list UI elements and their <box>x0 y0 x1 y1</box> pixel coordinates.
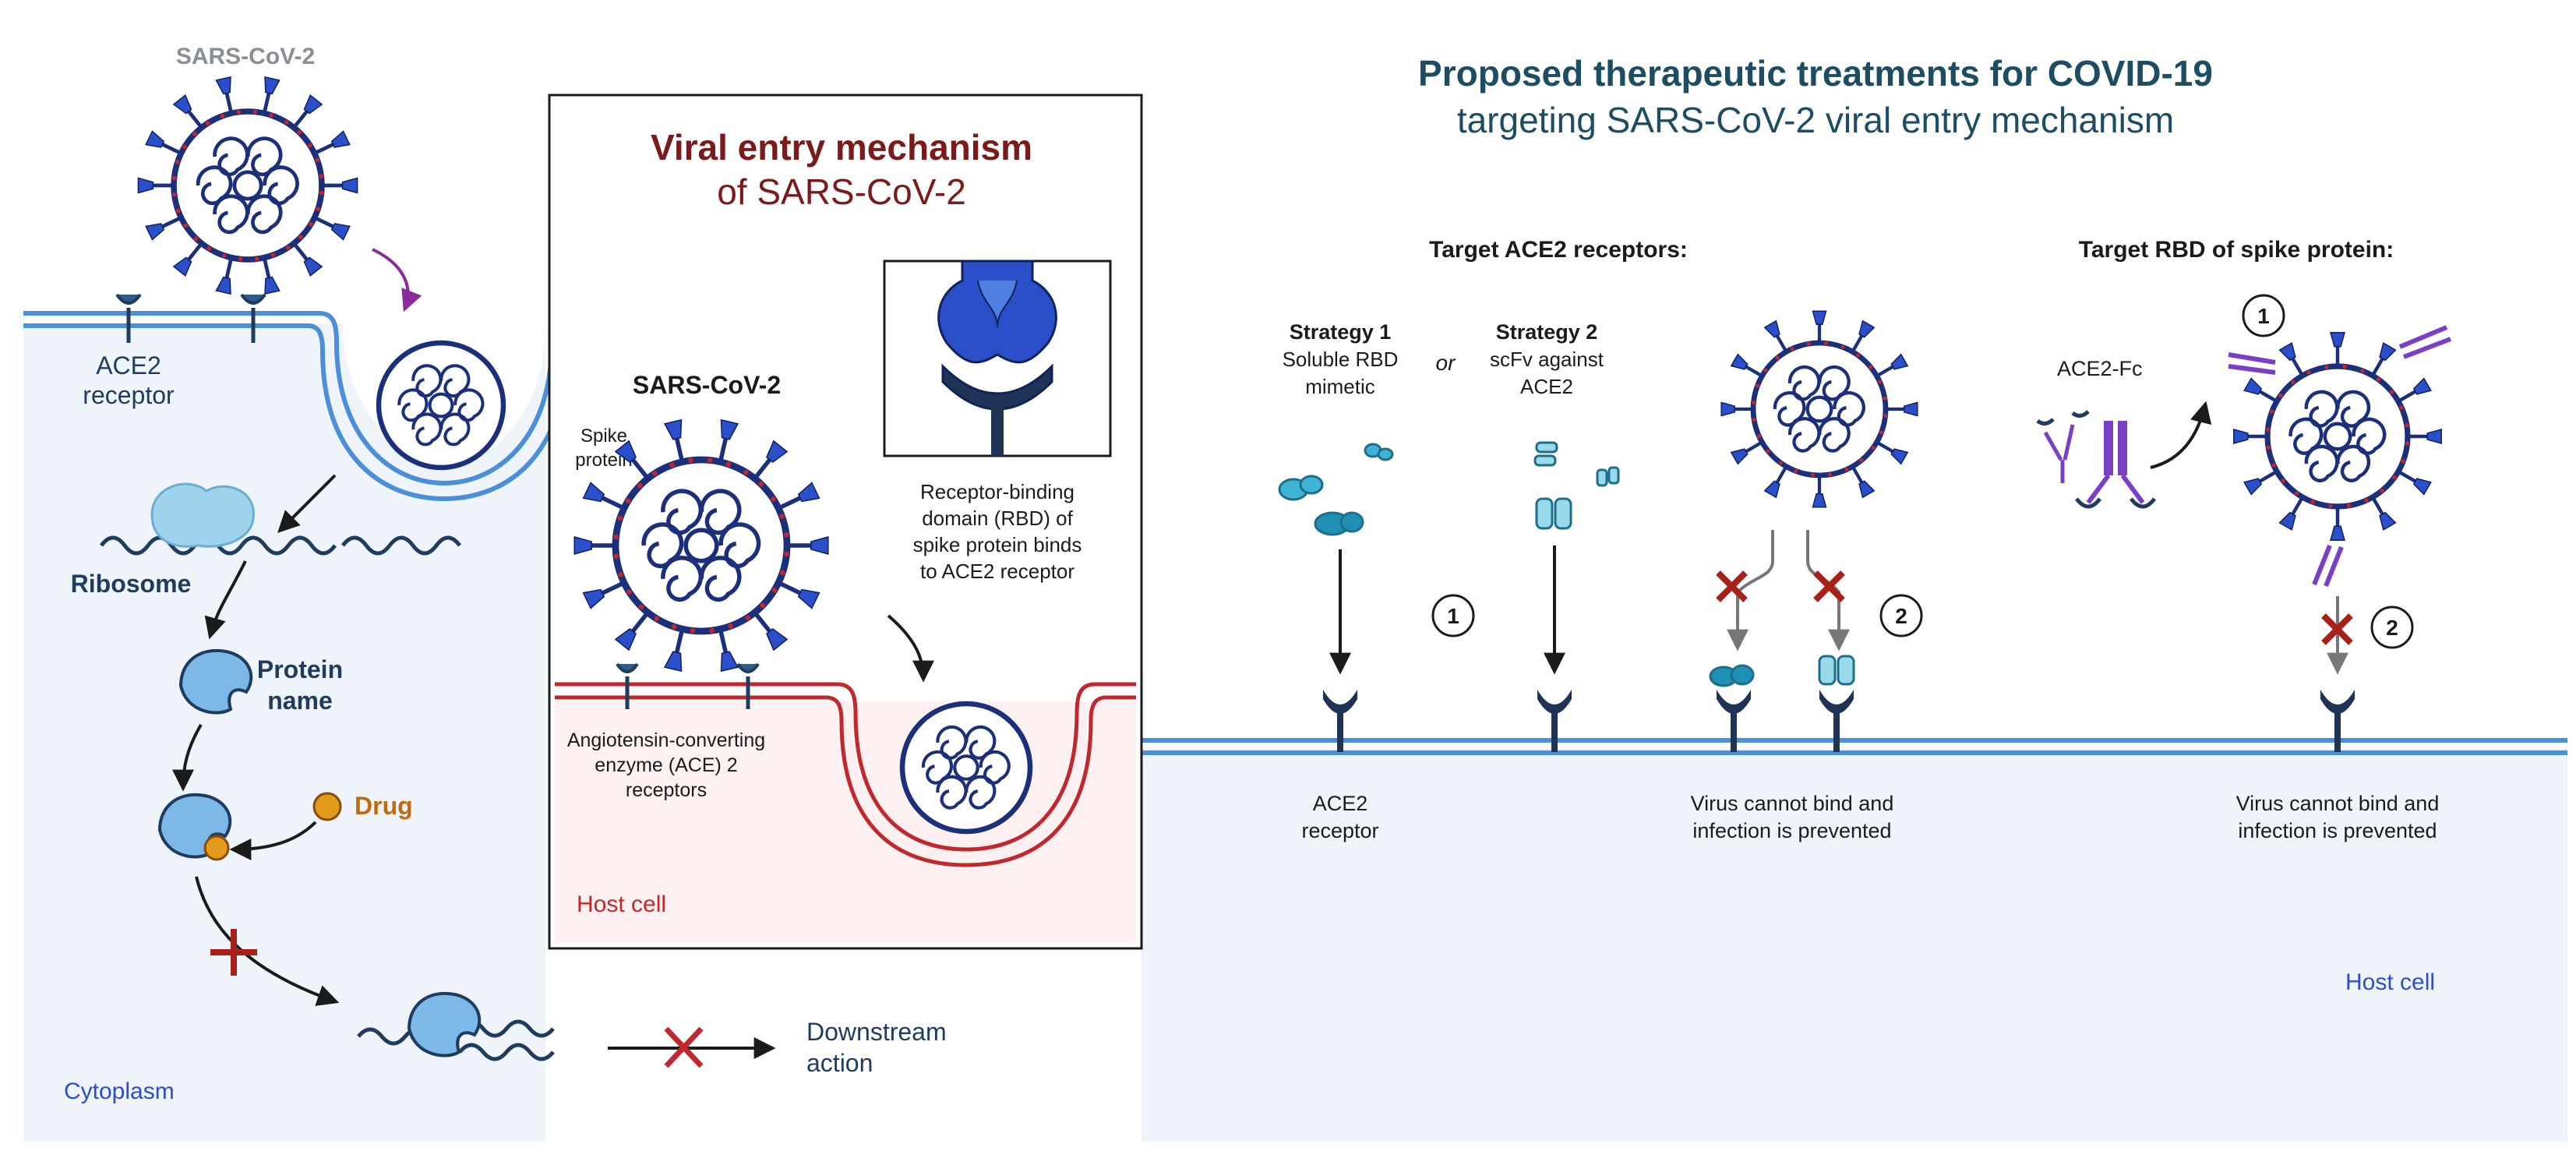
entry-arrow <box>372 248 422 312</box>
prevent-label-a-line1: Virus cannot bind and <box>1691 792 1894 815</box>
inhibit-x-icon-1 <box>1716 570 1748 602</box>
ribosome-label: Ribosome <box>71 570 192 598</box>
prevent-label-a-line2: infection is prevented <box>1692 819 1891 842</box>
downstream-label-line1: Downstream <box>806 1018 947 1046</box>
ace2-fc-large-icon <box>2075 421 2156 509</box>
strategy1-line1: Soluble RBD <box>1283 348 1399 371</box>
inset-virus-icon <box>573 418 829 673</box>
strategy2-line1: scFv against <box>1490 348 1604 371</box>
ace-label-line2: enzyme (ACE) 2 <box>595 754 737 776</box>
virus-in-vesicle <box>376 340 506 471</box>
ace2-receptor-r5 <box>2320 690 2355 752</box>
protein-drug-complex-icon <box>157 793 232 861</box>
virus-blocked-ace2 <box>1720 310 1918 508</box>
virus-label: SARS-CoV-2 <box>176 44 315 69</box>
rbd-mimetic-icon <box>1278 443 1394 536</box>
right-host-cell <box>1142 748 2567 1142</box>
ace2-receptor-label-line1: ACE2 <box>1313 792 1368 815</box>
ace2-receptor-r4 <box>1819 690 1854 752</box>
rbd-zoom-box <box>883 260 1112 457</box>
ace2-receptor-r2 <box>1537 690 1572 752</box>
step-1-badge-b: 1 <box>2242 294 2285 337</box>
rbd-label-line2: domain (RBD) of <box>922 507 1073 530</box>
arrow-to-ribosome <box>277 474 337 533</box>
scfv-bound-icon <box>1818 655 1855 686</box>
drug-label: Drug <box>355 792 413 820</box>
right-title-line1: Proposed therapeutic treatments for COVI… <box>1418 53 2213 94</box>
inset-entry-arrow <box>887 614 934 683</box>
inhibit-x-icon-3 <box>2321 613 2353 645</box>
or-label: or <box>1436 351 1457 375</box>
ace2-receptor-r1 <box>1323 690 1357 752</box>
step-2-badge-b: 2 <box>2370 606 2414 649</box>
downstream-block-icon <box>664 1026 704 1068</box>
inset-virus-in-vesicle <box>899 701 1033 835</box>
inset-title-line1: Viral entry mechanism <box>651 127 1032 168</box>
ace2-label-line1: ACE2 <box>96 351 161 380</box>
inhibit-x-icon-2 <box>1813 570 1845 602</box>
strategy2-line2: ACE2 <box>1520 375 1573 398</box>
svg-text:2: 2 <box>1895 604 1907 628</box>
target-ace2-heading: Target ACE2 receptors: <box>1429 237 1688 263</box>
ace-label-line3: receptors <box>626 779 707 801</box>
cytoplasm-label: Cytoplasm <box>64 1079 175 1104</box>
ace2-label-line2: receptor <box>83 381 175 409</box>
inset-ace-receptor-2 <box>736 662 760 709</box>
ace-label-line1: Angiotensin-converting <box>567 729 765 751</box>
strategy1-title: Strategy 1 <box>1290 320 1392 344</box>
ace2-fc-label: ACE2-Fc <box>2057 357 2143 380</box>
inset-title-line2: of SARS-CoV-2 <box>717 171 966 212</box>
downstream-label-line2: action <box>806 1049 873 1077</box>
virus-sars-cov-2 <box>137 76 358 295</box>
prevent-label-b-line2: infection is prevented <box>2238 819 2437 842</box>
protein-icon <box>178 648 253 715</box>
strategy1-line2: mimetic <box>1305 375 1375 398</box>
arrow-drug-binding <box>229 821 317 860</box>
ribosome-icon <box>100 482 461 556</box>
ace2-receptor-label-line2: receptor <box>1301 819 1378 842</box>
right-cell-membrane <box>1142 738 2567 755</box>
right-title-line2: targeting SARS-CoV-2 viral entry mechani… <box>1457 100 2174 140</box>
target-rbd-heading: Target RBD of spike protein: <box>2079 237 2394 263</box>
protein-label-line2: name <box>267 687 333 715</box>
svg-text:1: 1 <box>2257 304 2270 328</box>
inset-virus-label: SARS-CoV-2 <box>633 371 781 399</box>
virus-bound-ace2-fc <box>2233 332 2442 541</box>
rbd-mimetic-bound-icon <box>1709 664 1755 687</box>
prevent-label-b-line1: Virus cannot bind and <box>2236 792 2440 815</box>
inset-ace-receptor-1 <box>616 662 639 709</box>
rbd-label-line3: spike protein binds <box>913 533 1082 556</box>
ace2-receptor-icon <box>115 293 142 343</box>
ace2-receptor-r3 <box>1717 690 1751 752</box>
svg-text:1: 1 <box>1447 604 1459 628</box>
rbd-label-line4: to ACE2 receptor <box>920 560 1075 583</box>
inhibition-cross-icon <box>210 929 257 976</box>
svg-text:2: 2 <box>2386 616 2398 640</box>
scfv-icon <box>1533 441 1620 530</box>
arrow-to-protein <box>204 560 247 640</box>
arrow-to-drug-complex <box>172 723 203 792</box>
ace2-fc-small-icon <box>2036 410 2090 483</box>
ace2-receptor-bound-icon <box>240 293 266 343</box>
ace2-fc-arrow <box>2150 401 2212 469</box>
protein-label-line1: Protein <box>257 655 343 683</box>
inset-host-cell-label: Host cell <box>577 891 666 917</box>
protein-mrna-icon <box>357 991 555 1061</box>
strategy2-title: Strategy 2 <box>1496 320 1598 344</box>
right-host-cell-label: Host cell <box>2345 969 2435 995</box>
spike-label-line1: Spike <box>580 425 627 447</box>
bound-ace2-fc-antibodies <box>2228 325 2452 588</box>
rbd-label-line1: Receptor-binding <box>920 480 1075 503</box>
step-2-badge-a: 2 <box>1879 594 1923 637</box>
drug-icon <box>312 792 342 821</box>
step-1-badge-a: 1 <box>1431 594 1475 637</box>
